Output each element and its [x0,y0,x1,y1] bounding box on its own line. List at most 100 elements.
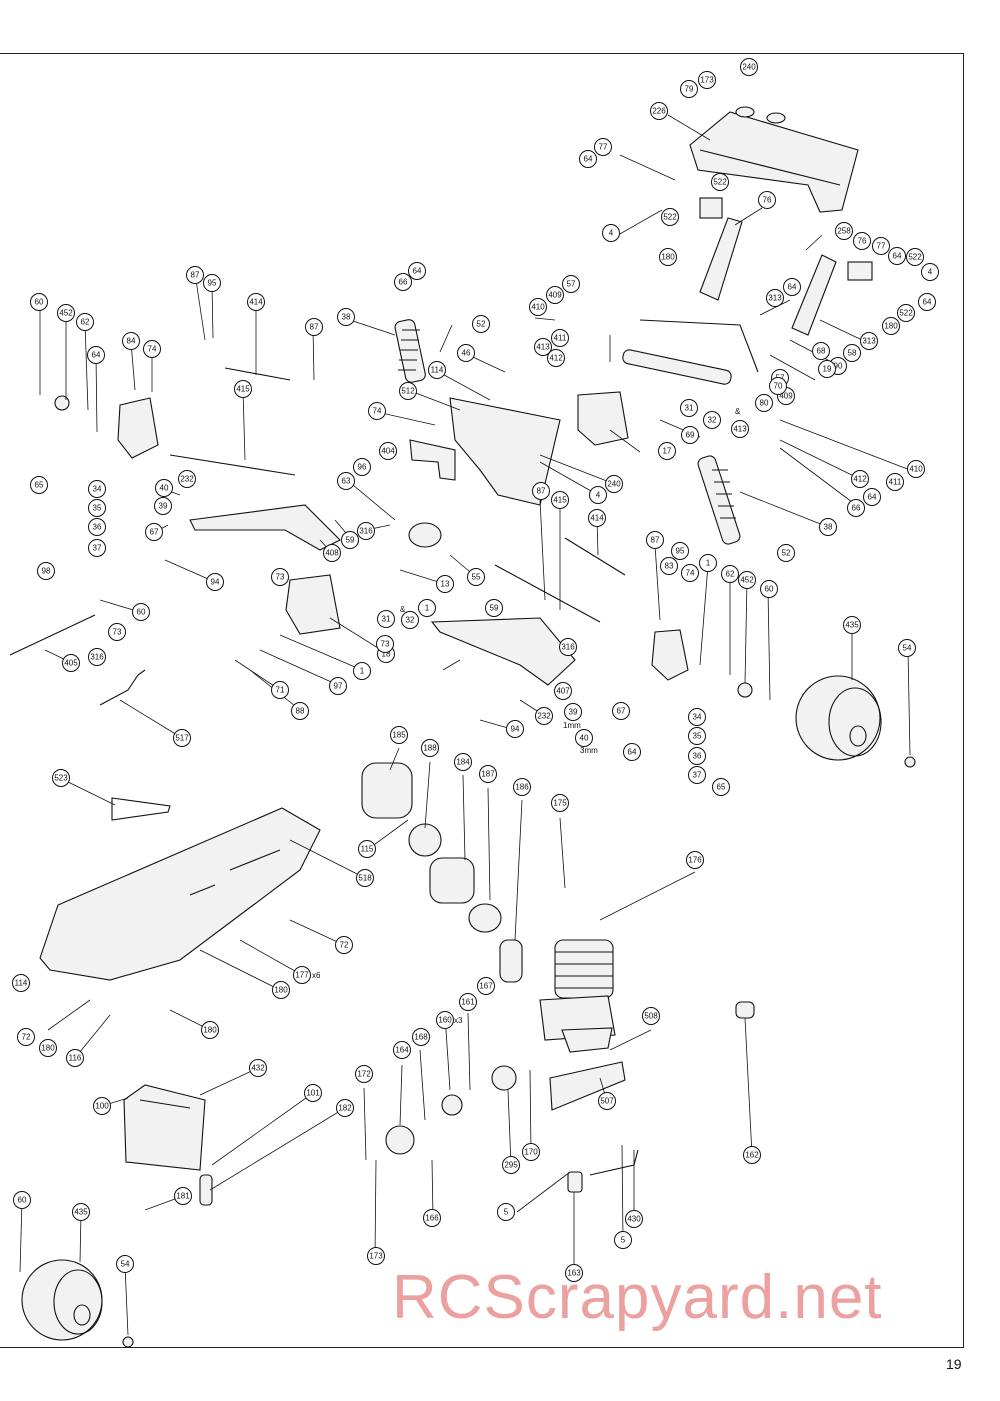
note-3mm: 3mm [580,746,598,755]
callout-74: 74 [681,564,699,582]
callout-label: 114 [431,366,444,375]
callout-circle [642,1007,660,1025]
callout-label: 40 [160,484,169,493]
callout-label: 405 [64,659,78,668]
callout-circle [898,639,916,657]
callout-label: 73 [381,640,390,649]
callout-96: 96 [353,458,371,476]
callout-circle [575,729,593,747]
callout-circle [888,247,906,265]
callout-label: 87 [191,271,200,280]
callout-label: 13 [441,580,450,589]
callout-circle [872,237,890,255]
callout-label: 518 [358,874,372,883]
callout-circle [88,499,106,517]
callout-circle [143,340,161,358]
callout-label: 63 [342,477,351,486]
callout-62: 62 [721,565,739,583]
callout-circle [52,769,70,787]
callout-70: 70 [769,377,787,395]
callout-circle [357,522,375,540]
callout-5: 5 [614,1231,632,1249]
callout-label: 39 [569,708,578,717]
callout-98: 98 [37,562,55,580]
callout-label: 173 [700,76,714,85]
callout-label: 184 [456,758,470,767]
callout-circle [17,1028,35,1046]
callout-87: 87 [305,318,323,336]
callout-label: 36 [693,752,702,761]
callout-95: 95 [671,542,689,560]
wing-stay [409,439,456,481]
callout-4: 4 [589,486,607,504]
callout-35: 35 [688,727,706,745]
callout-64: 64 [888,247,906,265]
callout-label: 87 [537,487,546,496]
note-ampersand-right: & [735,407,741,416]
callout-408: 408 [323,544,341,562]
callout-94: 94 [206,573,224,591]
page-number: 19 [946,1356,962,1372]
callout-circle [680,399,698,417]
callout-label: 54 [121,1260,130,1269]
callout-label: 411 [889,478,902,487]
callout-circle [412,1028,430,1046]
callout-60: 60 [760,580,778,598]
callout-181: 181 [174,1187,192,1205]
callout-circle [323,544,341,562]
fuel-tank [123,1084,206,1171]
callout-label: 162 [745,1151,759,1160]
callout-4: 4 [921,263,939,281]
part-drawings [9,106,916,1348]
callout-circle [356,869,374,887]
callout-circle [291,702,309,720]
callout-circle [755,394,773,412]
wheel-right [795,675,882,761]
callout-label: 68 [817,347,826,356]
callout-circle [271,568,289,586]
callout-76: 76 [853,232,871,250]
callout-64: 64 [623,743,641,761]
callout-172: 172 [355,1065,373,1083]
callout-circle [860,332,878,350]
callout-label: 87 [651,536,660,545]
callout-label: 52 [782,549,791,558]
callout-circle [819,518,837,536]
callout-circle [882,317,900,335]
callout-38: 38 [337,308,355,326]
callout-circle [337,308,355,326]
callout-label: 295 [504,1161,518,1170]
callout-59: 59 [485,599,503,617]
callout-circle [766,289,784,307]
callout-circle [57,304,75,322]
callout-176: 176 [686,851,704,869]
note-x3: x3 [454,1016,463,1025]
callout-label: 39 [159,502,168,511]
callout-label: 413 [733,425,747,434]
callout-circle [783,278,801,296]
callout-72: 72 [335,936,353,954]
callout-circle [88,480,106,498]
callout-circle [293,966,311,984]
callout-circle [721,565,739,583]
callout-label: 507 [600,1097,614,1106]
callout-circle [769,377,787,395]
callout-circle [399,382,417,400]
callout-522: 522 [661,208,679,226]
callout-label: 435 [845,621,859,630]
callout-69: 69 [681,426,699,444]
clutch [441,1094,463,1116]
callout-circle [108,623,126,641]
callout-circle [623,743,641,761]
callout-circle [39,1039,57,1057]
callout-232: 232 [535,707,553,725]
callout-label: 413 [536,343,550,352]
callout-label: 74 [148,345,157,354]
callout-label: 414 [590,514,604,523]
callout-label: 60 [35,298,44,307]
callout-162: 162 [743,1146,761,1164]
callout-circle [863,488,881,506]
callout-1: 1 [418,599,436,617]
callout-label: 73 [113,628,122,637]
callout-77: 77 [594,138,612,156]
